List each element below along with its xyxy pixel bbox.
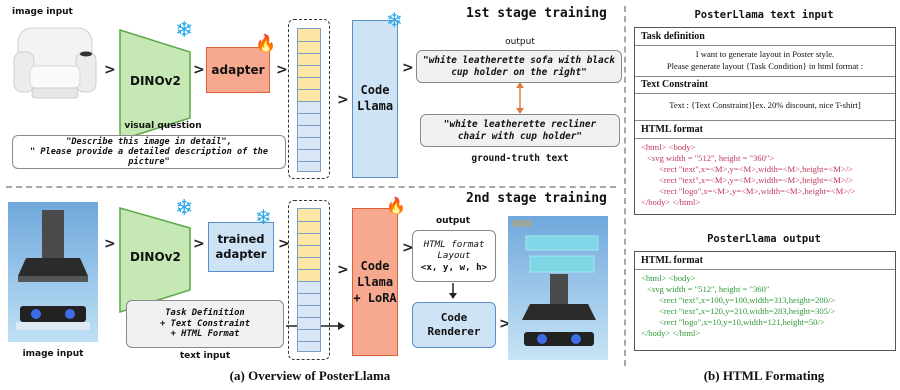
arrow-llm-output: > [402, 60, 414, 76]
stage2-text-input-box: Task Definition + Text Constraint + HTML… [126, 300, 284, 348]
snowflake-icon: ❄ [386, 8, 403, 32]
stage2-renderer-label: Code Renderer [427, 310, 481, 338]
stage1-output-text: "white leatherette sofa with black cup h… [423, 54, 615, 78]
caption-left: (a) Overview of PosterLlama [229, 368, 391, 383]
stage1-output-box: "white leatherette sofa with black cup h… [416, 50, 622, 83]
stage1-gt-label: ground-truth text [471, 153, 569, 164]
stage2-text-line2: + Text Constraint [159, 318, 251, 329]
arrow-llm-output-2: > [402, 240, 414, 256]
stage2-adapter-box: trained adapter [208, 222, 274, 272]
token-column-2 [297, 208, 321, 352]
snowflake-icon: ❄ [255, 205, 272, 229]
panel-divider [624, 6, 626, 366]
stage2-text-line1: Task Definition [165, 307, 245, 318]
stage2-output-label: output [435, 216, 471, 226]
stage1-vq-box: "Describe this image in detail", " Pleas… [12, 135, 286, 169]
stage2-codellama-box: Code Llama + LoRA [352, 208, 398, 356]
stage-divider [6, 186, 616, 188]
arrow-img-dino: > [104, 62, 116, 78]
dinov2-encoder-shape [119, 28, 191, 142]
input-html-line: </body> </html> [641, 197, 701, 207]
range-hood-image [8, 202, 98, 342]
stage2-output-line3: <x, y, w, h> [420, 261, 488, 273]
input-html-line: <svg width = "512", height = "360"> [647, 153, 775, 163]
chair-image [12, 22, 98, 104]
output-html-line: <rect "text",x=120,y=210,width=283,heigh… [659, 306, 836, 316]
stage1-codellama-box: Code Llama [352, 20, 398, 178]
token-column-dashed [288, 19, 330, 179]
stage1-vq-text-1: "Describe this image in detail", [66, 137, 232, 147]
input-html-line: <html> <body> [641, 142, 696, 152]
arrow-adapter-tokens: > [276, 62, 288, 78]
arrow-tokens-llm-2: > [337, 262, 349, 278]
stage1-gt-text: "white leatherette recliner chair with c… [443, 118, 597, 142]
stage2-title: 2nd stage training [466, 191, 607, 206]
task-def-title: Task definition [641, 31, 705, 42]
snowflake-icon: ❄ [175, 196, 194, 221]
arrow-dino-adapter: > [193, 62, 205, 78]
snowflake-icon: ❄ [175, 18, 194, 43]
constraint-title: Text Constraint [641, 79, 709, 90]
output-html-line: <rect "logo",x=10,y=10,width=121,height=… [659, 317, 825, 327]
stage2-output-line2: Layout [437, 250, 471, 262]
input-html-line: <rect "text",x=<M>,y=<M>,width=<M>,heigh… [659, 164, 853, 174]
stage2-output-line1: HTML format [423, 238, 485, 250]
stage1-gt-box: "white leatherette recliner chair with c… [420, 114, 620, 147]
arrow-tokens-llm: > [337, 92, 349, 108]
output-html-title: HTML format [641, 255, 703, 266]
output-panel: HTML format <html> <body> <svg width = "… [634, 251, 896, 351]
fire-icon: 🔥 [255, 34, 277, 54]
caption-right: (b) HTML Formating [703, 368, 825, 383]
stage1-adapter-label: adapter [211, 63, 265, 77]
input-html-line: <rect "text",x=<M>,y=<M>,width=<M>,heigh… [659, 175, 853, 185]
token-column-dashed-2 [288, 200, 330, 360]
task-def-line2: Please generate layout {Task Condition} … [666, 61, 864, 71]
output-html-line: <rect "text",x=100,y=100,width=313,heigh… [659, 295, 836, 305]
fire-icon: 🔥 [386, 196, 406, 215]
stage2-renderer-box: Code Renderer [412, 302, 496, 348]
stage1-title: 1st stage training [466, 6, 607, 21]
token-column [297, 28, 321, 172]
output-panel-title: PosterLlama output [707, 233, 821, 245]
stage1-codellama-label: Code Llama [356, 83, 394, 113]
stage2-dinov2-label: DINOv2 [130, 250, 181, 264]
stage2-image-label: image input [22, 349, 84, 359]
output-html-line: <html> <body> [641, 273, 696, 283]
task-def-line1: I want to generate layout in Poster styl… [695, 49, 835, 59]
stage2-output-box: HTML format Layout <x, y, w, h> [412, 230, 496, 282]
stage1-adapter-box: adapter [206, 47, 270, 93]
output-html-line: </body> </html> [641, 328, 701, 338]
dinov2-encoder-shape-2 [119, 207, 191, 314]
stage1-output-label: output [505, 37, 535, 47]
arrow-adapter-tokens-2: > [278, 236, 290, 252]
stage2-adapter-label: trained adapter [215, 232, 267, 261]
stage1-vq-text-2: " Please provide a detailed description … [30, 147, 268, 167]
output-html-line: <svg width = "512", height = "360" [647, 284, 770, 294]
stage1-vq-label: visual question [124, 121, 202, 131]
text-input-panel-title: PosterLlama text input [694, 9, 834, 21]
stage1-image-label: image input [12, 7, 73, 17]
arrow-renderer-result: > [499, 316, 511, 332]
html-format-title: HTML format [641, 124, 703, 135]
stage2-codellama-label: Code Llama + LoRA [353, 258, 397, 306]
rendered-poster-image [508, 216, 608, 360]
constraint-line: Text : {Text Constraint}[ex. 20% discoun… [669, 100, 861, 110]
stage2-text-input-label: text input [179, 351, 231, 361]
stage1-dinov2-label: DINOv2 [130, 74, 181, 88]
stage2-text-line3: + HTML Format [170, 329, 240, 340]
arrow-img-dino-2: > [104, 236, 116, 252]
input-html-line: <rect "logo",x=<M>,y=<M>,width=<M>,heigh… [659, 186, 856, 196]
arrow-dino-adapter-2: > [193, 236, 205, 252]
text-input-panel: Task definition I want to generate layou… [634, 27, 896, 215]
